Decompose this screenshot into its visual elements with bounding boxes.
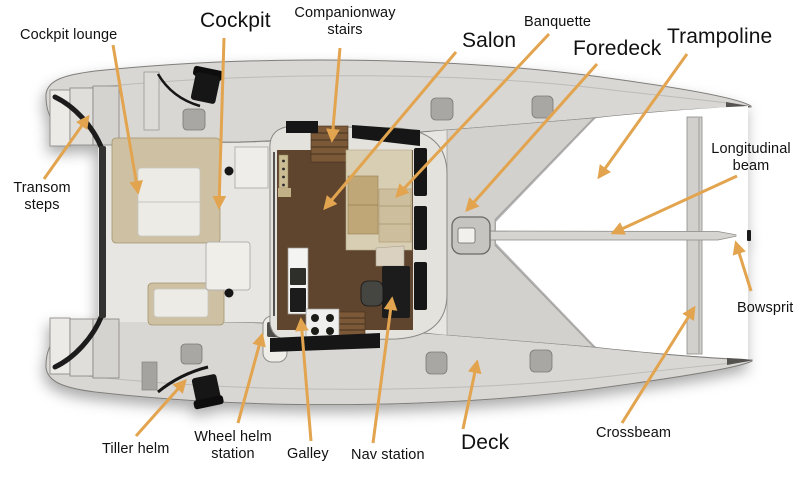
label-deck: Deck bbox=[461, 431, 510, 454]
bow-tip-bottom bbox=[727, 356, 752, 365]
label-cockpit-lounge: Cockpit lounge bbox=[20, 27, 118, 43]
bowsprit-tip bbox=[747, 230, 751, 241]
arrow-crossbeam bbox=[620, 305, 696, 424]
label-transom-steps: Transom steps bbox=[13, 180, 71, 213]
label-companionway-stairs: Companionway stairs bbox=[294, 5, 396, 38]
arrow-transom-steps bbox=[42, 114, 90, 180]
label-banquette: Banquette bbox=[524, 14, 592, 30]
deck-hatch bbox=[180, 343, 203, 365]
helm-seat-bottom bbox=[191, 374, 224, 410]
label-cockpit: Cockpit bbox=[200, 9, 271, 32]
tiller bbox=[157, 365, 209, 394]
label-tiller-helm: Tiller helm bbox=[102, 441, 170, 457]
label-nav-station: Nav station bbox=[351, 447, 425, 463]
deck-hatch bbox=[182, 108, 206, 131]
cockpit-table bbox=[205, 241, 251, 291]
cockpit bbox=[111, 65, 288, 410]
transom-steps-top bbox=[49, 85, 120, 152]
helm-seat-top bbox=[190, 65, 224, 104]
arrow-galley bbox=[295, 317, 313, 442]
arrow-wheel-helm-station bbox=[236, 332, 266, 424]
arrow-salon bbox=[323, 51, 458, 211]
arrow-cockpit-lounge bbox=[111, 44, 143, 195]
davit-bar bbox=[99, 146, 106, 318]
arrow-tiller-helm bbox=[134, 378, 187, 437]
arrow-deck bbox=[461, 359, 482, 430]
foredeck-locker bbox=[451, 216, 491, 255]
stove bbox=[305, 308, 340, 340]
nav-desk bbox=[382, 266, 410, 318]
label-wheel-helm-station: Wheel helm station bbox=[194, 429, 272, 462]
arrow-cockpit bbox=[212, 37, 227, 210]
boat bbox=[45, 59, 753, 410]
banquette bbox=[345, 149, 413, 251]
arrow-nav-station bbox=[371, 296, 398, 444]
label-foredeck: Foredeck bbox=[573, 37, 662, 60]
label-longitudinal-beam: Longitudinal beam bbox=[711, 141, 791, 174]
label-galley: Galley bbox=[287, 446, 329, 462]
arrow-trampoline bbox=[597, 53, 689, 180]
label-crossbeam: Crossbeam bbox=[596, 425, 672, 441]
foredeck bbox=[446, 117, 595, 348]
arrow-longitudinal-beam bbox=[610, 174, 738, 235]
winch bbox=[224, 288, 234, 298]
salon bbox=[269, 121, 448, 352]
callout-arrows bbox=[42, 32, 753, 444]
transom-steps-bottom bbox=[49, 312, 120, 379]
label-bowsprit: Bowsprit bbox=[737, 300, 794, 316]
switch-panel bbox=[278, 154, 291, 197]
arrow-companionway-stairs bbox=[326, 47, 342, 143]
hull-hatches bbox=[425, 95, 554, 375]
arrow-bowsprit bbox=[732, 240, 753, 292]
nav-chair bbox=[360, 280, 384, 307]
galley bbox=[287, 247, 340, 340]
mainsheet-track bbox=[156, 73, 201, 108]
winch bbox=[224, 166, 234, 176]
arrow-banquette bbox=[395, 32, 551, 199]
label-salon: Salon bbox=[462, 29, 517, 52]
arrow-foredeck bbox=[465, 63, 599, 213]
label-trampoline: Trampoline bbox=[667, 25, 773, 48]
